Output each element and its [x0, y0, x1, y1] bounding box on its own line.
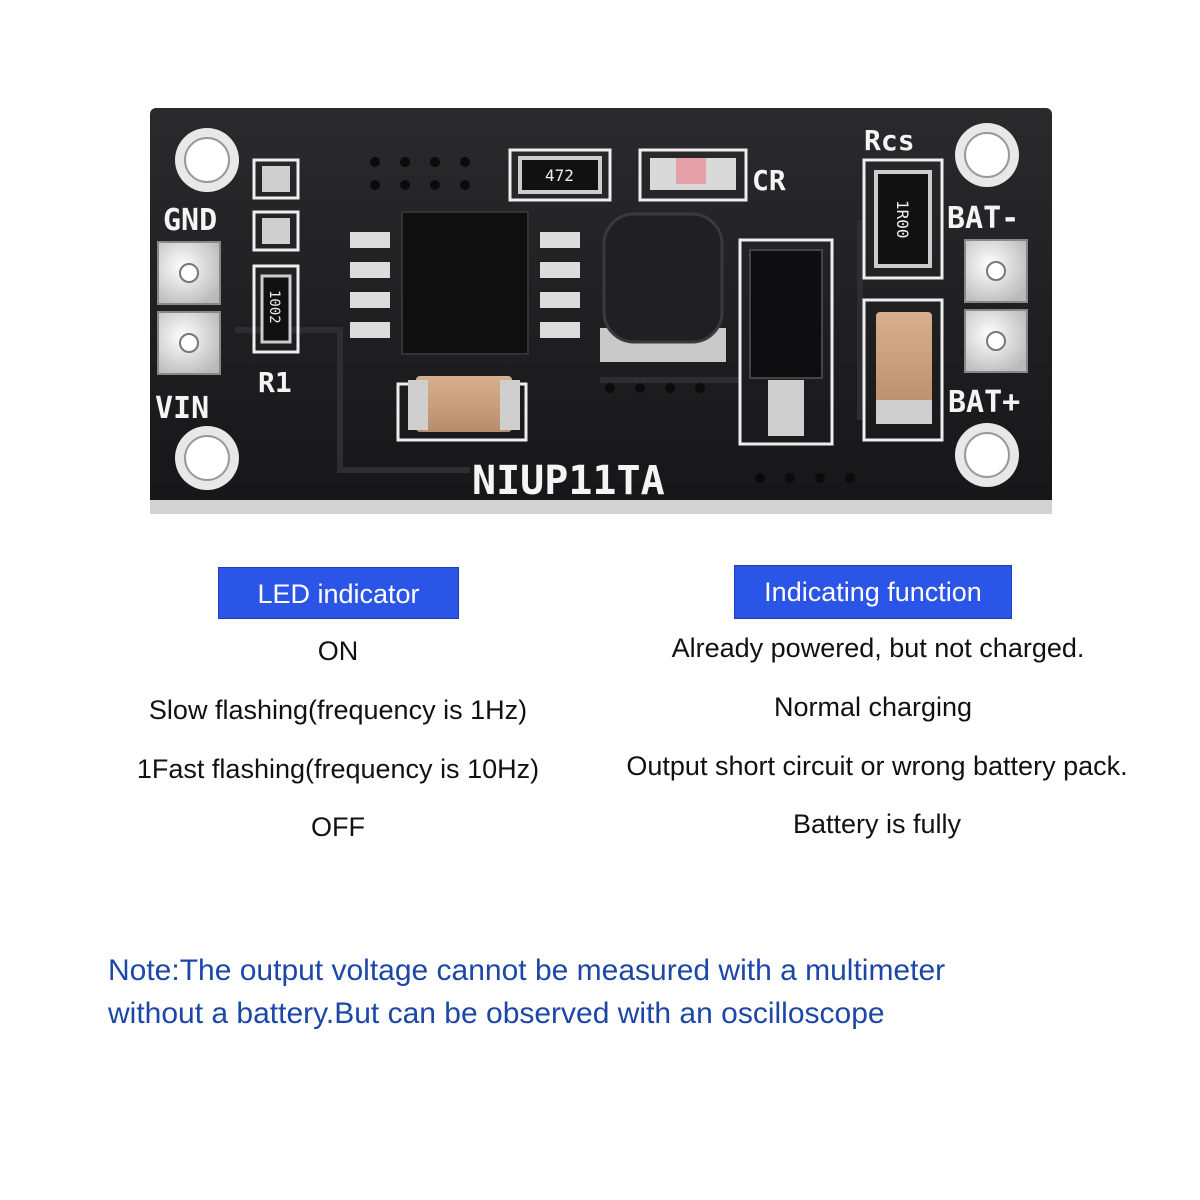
pin-label-bat-minus: BAT- — [947, 201, 1019, 236]
capacitor — [396, 376, 528, 442]
label-r1: R1 — [258, 366, 292, 399]
led-state-fast: 1Fast flashing(frequency is 10Hz) — [136, 754, 540, 784]
label-cr: CR — [752, 164, 786, 197]
mounting-hole — [955, 123, 1019, 187]
pin-label-gnd: GND — [163, 203, 217, 238]
mounting-hole — [175, 128, 239, 192]
capacitor — [862, 298, 944, 442]
label-rcs: Rcs — [864, 124, 915, 157]
pcb-board-image: GND VIN R1 Rcs CR BAT- BAT+ NIUP11TA 472… — [150, 108, 1052, 514]
note-line-1: Note:The output voltage cannot be measur… — [108, 954, 946, 987]
header-led-indicator: LED indicator — [218, 567, 459, 619]
led-state-slow: Slow flashing(frequency is 1Hz) — [148, 695, 528, 725]
board-model-label: NIUP11TA — [472, 458, 665, 504]
function-charging: Normal charging — [773, 692, 973, 722]
resistor-code-472: 472 — [545, 166, 574, 185]
pin-label-bat-plus: BAT+ — [948, 385, 1020, 420]
function-full: Battery is fully — [792, 809, 962, 839]
pin-label-vin: VIN — [155, 391, 209, 426]
ic-chip — [350, 211, 580, 355]
resistor-code-1002: 1002 — [266, 290, 282, 324]
note-line-2: without a battery.But can be observed wi… — [108, 997, 885, 1030]
led-state-off: OFF — [311, 812, 365, 842]
mounting-hole — [175, 426, 239, 490]
led — [638, 148, 748, 202]
header-indicating-function: Indicating function — [734, 565, 1012, 619]
function-short-circuit: Output short circuit or wrong battery pa… — [626, 751, 1128, 781]
resistor-code-1r00: 1R00 — [893, 200, 912, 239]
mounting-hole — [955, 423, 1019, 487]
inductor — [600, 212, 726, 362]
led-state-on: ON — [317, 636, 359, 666]
function-powered: Already powered, but not charged. — [671, 633, 1085, 663]
